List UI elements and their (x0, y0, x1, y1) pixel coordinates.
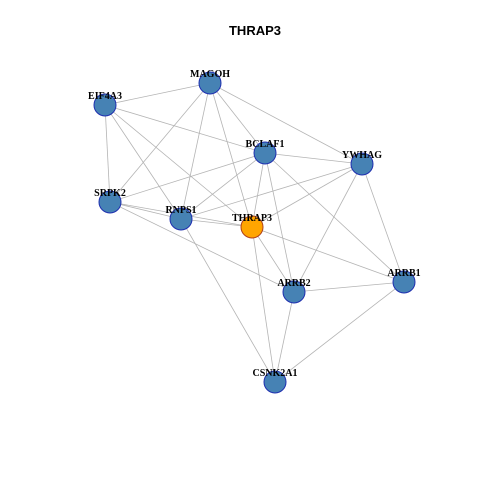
edge-bclaf1-arrb2 (264, 152, 295, 293)
edge-arrb2-arrb1 (293, 281, 405, 293)
node-circle-bclaf1 (253, 141, 277, 165)
edge-arrb2-csnk2a1 (274, 291, 295, 383)
node-circle-magoh (198, 71, 222, 95)
edge-rnps1-csnk2a1 (180, 218, 276, 383)
node-ywhag: YWHAG (342, 150, 382, 176)
node-arrb1: ARRB1 (387, 268, 421, 294)
node-label-arrb1: ARRB1 (387, 268, 420, 279)
edge-ywhag-arrb1 (361, 163, 405, 283)
edge-thrap3-arrb1 (251, 226, 405, 283)
edges-layer (104, 82, 405, 383)
node-label-thrap3: THRAP3 (232, 213, 272, 224)
node-label-eif4a3: EIF4A3 (88, 91, 122, 102)
edge-thrap3-arrb2 (251, 226, 295, 293)
edge-bclaf1-thrap3 (251, 152, 266, 228)
edge-magoh-ywhag (209, 82, 363, 165)
edge-magoh-rnps1 (180, 82, 211, 220)
node-srpk2: SRPK2 (94, 188, 126, 214)
node-csnk2a1: CSNK2A1 (252, 368, 298, 394)
edge-eif4a3-srpk2 (104, 104, 111, 203)
node-thrap3: THRAP3 (232, 213, 272, 239)
edge-thrap3-csnk2a1 (251, 226, 276, 383)
node-circle-arrb1 (392, 270, 416, 294)
edge-ywhag-rnps1 (180, 163, 363, 220)
edge-eif4a3-thrap3 (104, 104, 253, 228)
edge-magoh-eif4a3 (104, 82, 211, 106)
edge-rnps1-thrap3 (180, 218, 253, 228)
node-label-bclaf1: BCLAF1 (246, 139, 285, 150)
edge-srpk2-arrb2 (109, 201, 295, 293)
node-circle-csnk2a1 (263, 370, 287, 394)
edge-bclaf1-arrb1 (264, 152, 405, 283)
node-label-rnps1: RNPS1 (165, 205, 196, 216)
node-circle-arrb2 (282, 280, 306, 304)
edge-magoh-srpk2 (109, 82, 211, 203)
edge-eif4a3-bclaf1 (104, 104, 266, 154)
edge-magoh-thrap3 (209, 82, 253, 228)
edge-bclaf1-rnps1 (180, 152, 266, 220)
edge-magoh-bclaf1 (209, 82, 266, 154)
edge-bclaf1-ywhag (264, 152, 363, 165)
edge-ywhag-arrb2 (293, 163, 363, 293)
graph-title: THRAP3 (229, 23, 281, 38)
node-circle-rnps1 (169, 207, 193, 231)
node-label-arrb2: ARRB2 (277, 278, 310, 289)
node-eif4a3: EIF4A3 (88, 91, 122, 117)
node-label-ywhag: YWHAG (342, 150, 382, 161)
edge-eif4a3-rnps1 (104, 104, 182, 220)
node-label-magoh: MAGOH (190, 69, 230, 80)
node-rnps1: RNPS1 (165, 205, 197, 231)
node-label-csnk2a1: CSNK2A1 (252, 368, 297, 379)
node-bclaf1: BCLAF1 (246, 139, 285, 165)
node-circle-srpk2 (98, 190, 122, 214)
node-arrb2: ARRB2 (277, 278, 311, 304)
edge-srpk2-rnps1 (109, 201, 182, 220)
node-label-srpk2: SRPK2 (94, 188, 126, 199)
node-circle-thrap3 (240, 215, 264, 239)
edge-ywhag-thrap3 (251, 163, 363, 228)
node-circle-ywhag (350, 152, 374, 176)
edge-bclaf1-srpk2 (109, 152, 266, 203)
node-circle-eif4a3 (93, 93, 117, 117)
node-magoh: MAGOH (190, 69, 230, 95)
edge-arrb1-csnk2a1 (274, 281, 405, 383)
